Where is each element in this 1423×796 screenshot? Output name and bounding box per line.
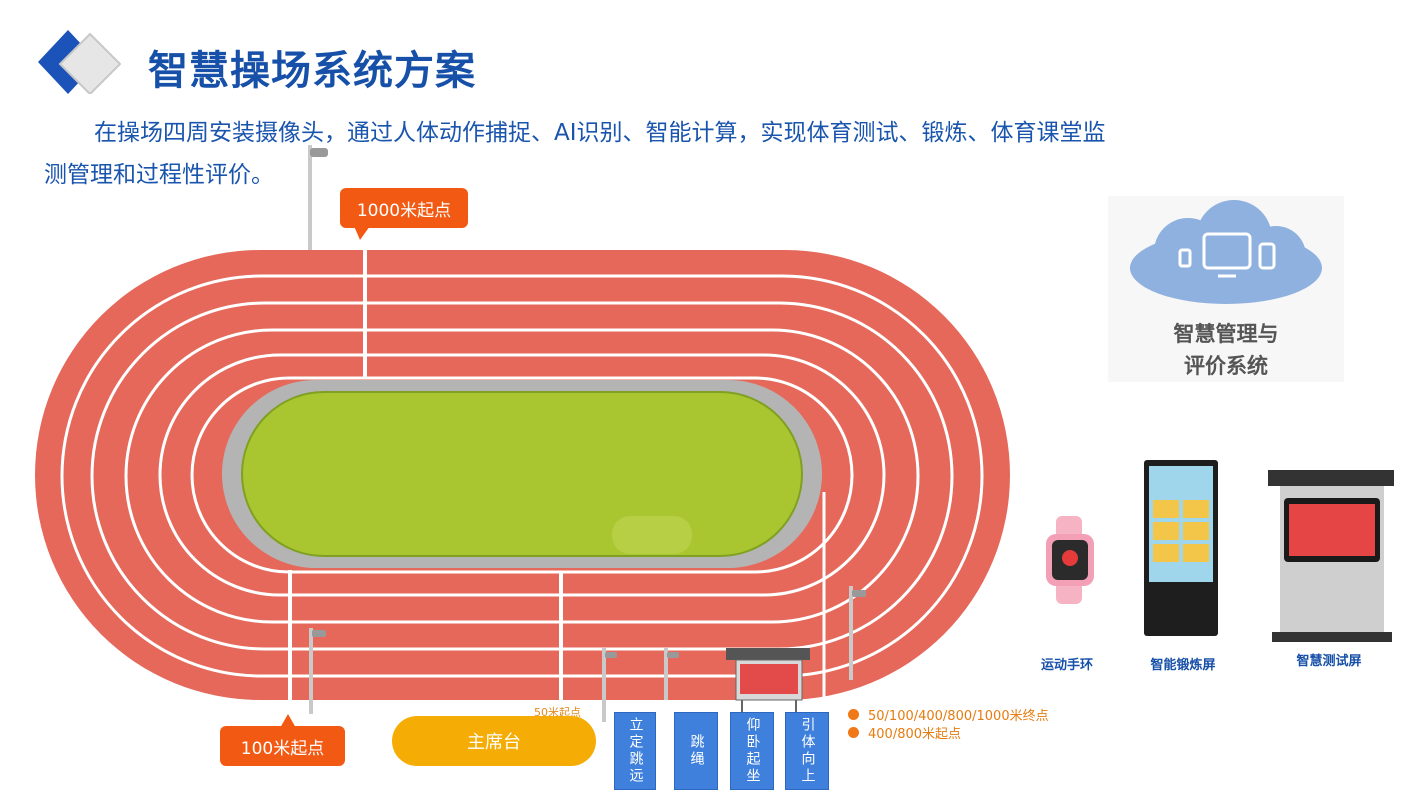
- camera-icon: [852, 590, 866, 597]
- lane-line: [90, 301, 954, 651]
- lane-line: [190, 376, 854, 574]
- start-50-label: 50米起点: [534, 706, 581, 719]
- intro-paragraph: 在操场四周安装摄像头，通过人体动作捕捉、AI识别、智能计算，实现体育测试、锻炼、…: [44, 112, 1174, 196]
- legend-dot-icon: [848, 727, 859, 738]
- camera-icon: [312, 630, 326, 637]
- devices-icon: [1178, 232, 1276, 278]
- intro-line-1: 在操场四周安装摄像头，通过人体动作捕捉、AI识别、智能计算，实现体育测试、锻炼、…: [94, 120, 1106, 146]
- tag-pointer: [280, 714, 296, 728]
- tribune-badge: 主席台: [392, 716, 596, 766]
- page-title: 智慧操场系统方案: [148, 48, 476, 94]
- device-label-test-screen: 智慧测试屏: [1296, 654, 1362, 669]
- start-100-tag: 100米起点: [220, 726, 345, 766]
- device-label-band: 运动手环: [1040, 658, 1093, 673]
- camera-icon: [310, 148, 328, 157]
- camera-icon: [605, 652, 617, 658]
- legend-finish-label: 50/100/400/800/1000米终点: [868, 709, 1049, 724]
- grass-field: [241, 391, 803, 557]
- station-sit-ups: 仰卧起坐: [730, 712, 774, 790]
- camera-icon: [667, 652, 679, 658]
- lane-line: [124, 328, 920, 624]
- legend-start-label: 400/800米起点: [868, 727, 962, 742]
- running-track: [35, 145, 1010, 728]
- exercise-screen-icon: [1144, 460, 1218, 636]
- system-title: 智慧管理与 评价系统: [1108, 318, 1344, 382]
- intro-line-2: 测管理和过程性评价。: [44, 162, 274, 188]
- station-pull-ups: 引体向上: [785, 712, 829, 790]
- legend-dot-icon: [848, 709, 859, 720]
- station-standing-jump: 立定跳远: [614, 712, 656, 790]
- legend-start: 400/800米起点: [848, 723, 961, 742]
- lane-line: [60, 274, 984, 678]
- legend-finish: 50/100/400/800/1000米终点: [848, 705, 1049, 724]
- smart-band-icon: [1046, 516, 1094, 604]
- field-blur-mark: [612, 516, 692, 554]
- start-1000-tag: 1000米起点: [340, 188, 468, 228]
- station-jump-rope: 跳绳: [674, 712, 718, 790]
- lane-line: [158, 353, 886, 597]
- logo-diamond-icon: [38, 30, 122, 94]
- test-screen-icon: [1268, 470, 1394, 642]
- system-title-line-1: 智慧管理与: [1173, 322, 1279, 346]
- tag-pointer: [354, 226, 370, 240]
- cloud-icon: [1130, 200, 1322, 304]
- device-label-exercise-screen: 智能锻炼屏: [1150, 658, 1216, 673]
- system-title-line-2: 评价系统: [1184, 354, 1268, 378]
- outdoor-screen-icon: [726, 648, 810, 722]
- camera-pole-icon: [308, 145, 853, 722]
